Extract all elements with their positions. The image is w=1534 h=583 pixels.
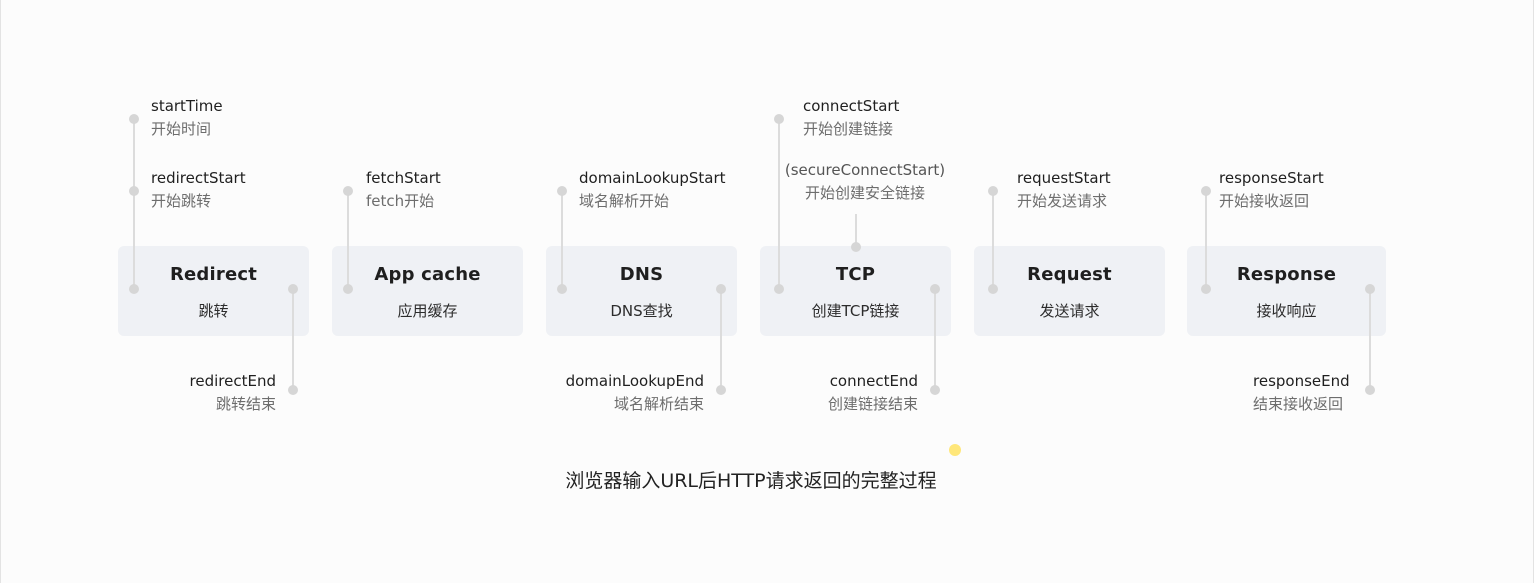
- connector-line: [992, 191, 994, 289]
- timeline-dot: [1201, 186, 1211, 196]
- connector-line: [1205, 191, 1207, 289]
- connector-line: [561, 191, 563, 289]
- event-connect-end: connectEnd 创建链接结束: [781, 371, 918, 414]
- event-name: startTime: [151, 97, 223, 115]
- timeline-dot: [129, 186, 139, 196]
- connector-line: [133, 119, 135, 289]
- event-request-start: requestStart 开始发送请求: [1017, 168, 1111, 211]
- event-desc: 开始创建链接: [803, 120, 894, 138]
- stage-subtitle: 跳转: [198, 302, 229, 320]
- connector-line: [934, 290, 936, 390]
- event-name: connectStart: [803, 97, 900, 115]
- timeline-dot: [716, 385, 726, 395]
- stage-title: TCP: [835, 264, 876, 285]
- event-name: (secureConnectStart): [784, 161, 946, 179]
- event-domain-lookup-start: domainLookupStart 域名解析开始: [579, 168, 726, 211]
- event-domain-lookup-end: domainLookupEnd 域名解析结束: [521, 371, 704, 414]
- event-desc: 跳转结束: [215, 395, 276, 413]
- timeline-dot: [988, 284, 998, 294]
- timeline-dot: [129, 114, 139, 124]
- connector-line: [1369, 290, 1371, 390]
- timeline-dot: [557, 186, 567, 196]
- event-name: connectEnd: [829, 372, 918, 390]
- event-redirect-start: redirectStart 开始跳转: [151, 168, 246, 211]
- stage-title: App cache: [374, 264, 481, 285]
- stage-subtitle: 创建TCP链接: [811, 302, 900, 320]
- event-response-end: responseEnd 结束接收返回: [1253, 371, 1350, 414]
- connector-line: [347, 191, 349, 289]
- event-response-start: responseStart 开始接收返回: [1219, 168, 1324, 211]
- event-name: responseEnd: [1253, 372, 1350, 390]
- connector-line: [720, 290, 722, 390]
- timeline-dot: [288, 385, 298, 395]
- event-desc: fetch开始: [366, 192, 435, 210]
- event-desc: 域名解析结束: [613, 395, 704, 413]
- timeline-dot: [343, 186, 353, 196]
- event-desc: 开始发送请求: [1017, 192, 1108, 210]
- stage-subtitle: 接收响应: [1256, 302, 1317, 320]
- stage-response: Response 接收响应: [1187, 246, 1386, 336]
- event-fetch-start: fetchStart fetch开始: [366, 168, 441, 211]
- event-desc: 开始时间: [151, 120, 212, 138]
- timeline-dot: [1201, 284, 1211, 294]
- stage-subtitle: DNS查找: [610, 302, 673, 320]
- event-name: fetchStart: [366, 169, 441, 187]
- stage-app-cache: App cache 应用缓存: [332, 246, 523, 336]
- stage-request: Request 发送请求: [974, 246, 1165, 336]
- event-name: redirectStart: [151, 169, 246, 187]
- stage-title: DNS: [619, 264, 664, 285]
- timeline-dot: [1365, 385, 1375, 395]
- event-connect-start: connectStart 开始创建链接: [803, 96, 899, 139]
- timeline-dot: [930, 385, 940, 395]
- timeline-dot: [129, 284, 139, 294]
- stage-tcp: TCP 创建TCP链接: [760, 246, 951, 336]
- timeline-dot: [288, 284, 298, 294]
- event-desc: 开始接收返回: [1219, 192, 1310, 210]
- event-secure-connect-start: (secureConnectStart) 开始创建安全链接: [771, 160, 959, 203]
- timeline-dot: [343, 284, 353, 294]
- stage-title: Request: [1027, 264, 1112, 285]
- event-name: redirectEnd: [189, 372, 276, 390]
- timeline-dot: [851, 242, 861, 252]
- event-start-time: startTime 开始时间: [151, 96, 223, 139]
- timeline-dot: [930, 284, 940, 294]
- stage-title: Response: [1236, 264, 1337, 285]
- event-name: domainLookupEnd: [565, 372, 704, 390]
- event-desc: 结束接收返回: [1253, 395, 1344, 413]
- stage-subtitle: 应用缓存: [397, 302, 458, 320]
- connector-line: [292, 290, 294, 390]
- timeline-dot: [774, 284, 784, 294]
- timeline-dot: [774, 114, 784, 124]
- event-desc: 开始创建安全链接: [804, 184, 925, 202]
- diagram-caption: 浏览器输入URL后HTTP请求返回的完整过程: [565, 470, 937, 492]
- event-desc: 创建链接结束: [827, 395, 918, 413]
- connector-line: [778, 119, 780, 289]
- event-desc: 开始跳转: [151, 192, 212, 210]
- timeline-dot: [988, 186, 998, 196]
- event-name: responseStart: [1219, 169, 1324, 187]
- event-desc: 域名解析开始: [579, 192, 670, 210]
- stage-redirect: Redirect 跳转: [118, 246, 309, 336]
- timeline-dot: [557, 284, 567, 294]
- timeline-dot: [716, 284, 726, 294]
- connector-line: [855, 214, 857, 248]
- event-name: domainLookupStart: [579, 169, 726, 187]
- stage-subtitle: 发送请求: [1039, 302, 1100, 320]
- timeline-dot: [1365, 284, 1375, 294]
- event-redirect-end: redirectEnd 跳转结束: [151, 371, 276, 414]
- event-name: requestStart: [1017, 169, 1111, 187]
- cursor-highlight: [949, 444, 961, 456]
- stage-dns: DNS DNS查找: [546, 246, 737, 336]
- stage-title: Redirect: [169, 264, 258, 285]
